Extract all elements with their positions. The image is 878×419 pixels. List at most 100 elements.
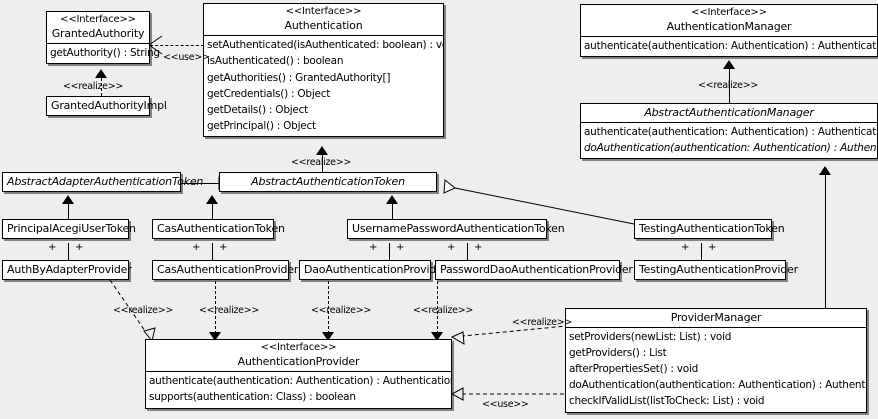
class-box-testing-authentication-token[interactable]: TestingAuthenticationToken [634,219,785,239]
class-members: setAuthenticated(isAuthenticated: boolea… [204,35,443,136]
class-stereotype: <<Interface>> [60,14,136,25]
realize-line-granted-authority-impl [101,78,102,96]
class-box-dao-authentication-provider[interactable]: DaoAuthenticationProvider [299,260,447,280]
class-member: afterPropertiesSet() : void [569,363,699,376]
class-member: checkIfValidList(listToCheck: List) : vo… [569,395,765,408]
class-name: PasswordDaoAuthenticationProvider [440,263,633,276]
class-member: authenticate(authentication: Authenticat… [584,125,877,138]
class-box-password-dao-authentication-provider[interactable]: PasswordDaoAuthenticationProvider [435,260,633,280]
realize-line-passworddao-provider [437,281,438,334]
class-box-username-password-authentication-token[interactable]: UsernamePasswordAuthenticationToken [347,219,565,239]
assoc-plus-2: + [75,242,84,253]
class-box-abstract-adapter-authentication-token[interactable]: AbstractAdapterAuthenticationToken [2,172,204,192]
class-box-granted-authority-impl[interactable]: GrantedAuthorityImpl [46,96,167,116]
realize-arrowhead-granted-authority [95,69,107,78]
generalization-line-cas-authentication-token [212,204,213,219]
class-member: getPrincipal() : Object [207,120,316,133]
class-stereotype: <<Interface>> [285,6,362,17]
class-name: PrincipalAcegiUserToken [7,222,136,235]
class-box-cas-authentication-provider[interactable]: CasAuthenticationProvider [152,260,298,280]
class-member: setAuthenticated(isAuthenticated: boolea… [207,39,443,52]
class-members: setProviders(newList: List) : void getPr… [566,326,866,412]
class-header: <<Interface>> AuthenticationManager [581,5,877,36]
assoc-plus-4: + [219,242,228,253]
class-name: CasAuthenticationToken [157,222,285,235]
class-box-cas-authentication-token[interactable]: CasAuthenticationToken [152,219,285,239]
class-header: PrincipalAcegiUserToken [3,220,136,238]
class-box-authentication-provider[interactable]: <<Interface>> AuthenticationProvider aut… [145,339,452,409]
class-header: <<Interface>> Authentication [204,4,443,35]
label-realize-provider-2: <<realize>> [199,305,260,316]
association-line-cas-token-provider [212,243,213,260]
generalization-arrowhead-token-cas [206,195,218,204]
class-header: <<Interface>> GrantedAuthority [47,12,149,43]
class-name: AbstractAuthenticationManager [644,106,814,119]
class-box-granted-authority[interactable]: <<Interface>> GrantedAuthority getAuthor… [46,11,160,65]
class-header: <<Interface>> AuthenticationProvider [146,340,451,371]
realize-line-cas-provider [215,281,216,334]
use-line-authentication-granted-authority [150,45,204,46]
realize-line-abstract-authentication-manager [729,69,730,103]
class-header: UsernamePasswordAuthenticationToken [348,220,565,238]
class-box-authentication-manager[interactable]: <<Interface>> AuthenticationManager auth… [580,4,878,58]
class-box-abstract-authentication-manager[interactable]: AbstractAuthenticationManager authentica… [580,103,878,160]
class-member: doAuthentication(authentication: Authent… [569,379,866,392]
class-members: authenticate(authentication: Authenticat… [146,371,451,407]
class-name: ProviderManager [670,311,762,324]
class-name: GrantedAuthority [51,26,145,40]
class-box-provider-manager[interactable]: ProviderManager setProviders(newList: Li… [565,308,867,413]
class-name: AuthenticationProvider [237,354,360,368]
assoc-plus-8: + [474,242,483,253]
label-realize-authentication: <<realize>> [291,157,352,168]
class-box-testing-authentication-provider[interactable]: TestingAuthenticationProvider [634,260,798,280]
class-header: PasswordDaoAuthenticationProvider [436,261,633,279]
class-stereotype: <<Interface>> [260,342,337,353]
generalization-arrowhead-adapter-token [62,195,74,204]
class-header: ProviderManager [566,309,866,327]
class-member: getAuthority() : String [50,47,160,60]
assoc-plus-10: + [708,242,717,253]
assoc-plus-9: + [681,242,690,253]
class-name: AbstractAdapterAuthenticationToken [7,175,204,188]
realize-line-abstract-authentication-token [322,155,323,177]
generalization-line-provider-manager [825,175,826,308]
class-box-abstract-authentication-token[interactable]: AbstractAuthenticationToken [219,172,437,192]
class-name: TestingAuthenticationProvider [639,263,798,276]
class-header: TestingAuthenticationProvider [635,261,798,279]
class-name: AuthByAdapterProvider [7,263,132,276]
class-header: AbstractAdapterAuthenticationToken [3,173,204,191]
label-use-granted-authority: <<use>> [163,52,210,63]
class-name: TestingAuthenticationToken [639,222,785,235]
class-members: authenticate(authentication: Authenticat… [581,36,877,56]
class-member: getAuthorities() : GrantedAuthority[] [207,71,391,84]
class-header: AbstractAuthenticationToken [220,173,436,191]
class-name: AbstractAuthenticationToken [251,175,405,188]
realize-arrowhead-authentication-manager [723,60,735,69]
association-line-userpass-dao [389,243,390,260]
label-realize-provider-3: <<realize>> [311,305,372,316]
assoc-plus-7: + [447,242,456,253]
label-realize-provider-1: <<realize>> [113,305,174,316]
label-realize-authentication-manager: <<realize>> [698,80,759,91]
class-box-principal-acegi-user-token[interactable]: PrincipalAcegiUserToken [2,219,136,239]
class-box-authentication[interactable]: <<Interface>> Authentication setAuthenti… [203,3,444,138]
class-members: authenticate(authentication: Authenticat… [581,121,877,158]
class-name: UsernamePasswordAuthenticationToken [352,222,565,235]
generalization-line-principal-acegi-user-token [68,204,69,219]
class-member: getProviders() : List [569,346,667,359]
association-line-userpass-passworddao [467,243,468,260]
assoc-plus-1: + [48,242,57,253]
class-name: GrantedAuthorityImpl [51,99,167,112]
class-header: GrantedAuthorityImpl [47,97,167,115]
generalization-arrowhead-abstract-authentication-manager [819,166,831,175]
class-header: AuthByAdapterProvider [3,261,132,279]
class-box-auth-by-adapter-provider[interactable]: AuthByAdapterProvider [2,260,132,280]
realize-line-dao-provider [328,281,329,334]
class-member: supports(authentication: Class) : boolea… [149,391,356,404]
generalization-line-adapter-token [181,183,219,184]
class-member: isAuthenticated() : boolean [207,55,344,68]
assoc-plus-5: + [369,242,378,253]
label-use-provider-manager: <<use>> [482,399,529,410]
generalization-line-username-password-token [392,204,393,219]
